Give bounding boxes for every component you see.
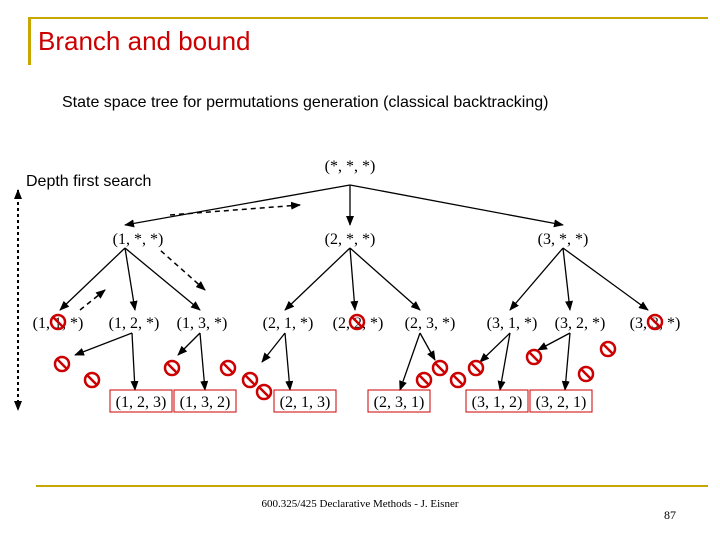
leaf-node: (2, 3, 1) [374,394,425,411]
dfs-arrow-up [79,289,106,311]
prohibited-icon [646,313,664,331]
dfs-arrow-down [159,249,206,291]
slide-subtitle: State space tree for permutations genera… [62,94,549,111]
slide-footer: 600.325/425 Declarative Methods - J. Eis… [261,498,459,510]
prohibited-icon [163,359,181,377]
prohibited-icon [255,383,273,401]
level1-node: (2, *, *) [325,231,376,248]
prohibited-icon [431,359,449,377]
level2-node: (3, 2, *) [555,315,606,332]
dfs-label: Depth first search [26,173,152,190]
prohibited-icon [348,313,366,331]
leaf-node: (1, 2, 3) [116,394,167,411]
level2-node: (3, 1, *) [487,315,538,332]
level2-node: (1, 2, *) [109,315,160,332]
leaf-node: (2, 1, 3) [280,394,331,411]
prohibited-icon [449,371,467,389]
prohibited-icon [83,371,101,389]
prohibited-icon [577,365,595,383]
left-rule [28,17,31,65]
level2-node: (2, 1, *) [263,315,314,332]
root-node: (*, *, *) [325,158,376,175]
prohibited-icons [49,313,664,401]
prohibited-icon [241,371,259,389]
prohibited-icon [53,355,71,373]
leaf-boxes [109,389,593,413]
bottom-rule [36,485,708,487]
top-rule [28,17,708,19]
prohibited-icon [219,359,237,377]
level2-node: (1, 3, *) [177,315,228,332]
prohibited-icon [525,348,543,366]
level1-node: (1, *, *) [113,231,164,248]
level2-node: (2, 3, *) [405,315,456,332]
prohibited-icon [415,371,433,389]
page-number: 87 [664,508,676,522]
prohibited-icon [599,340,617,358]
level1-node: (3, *, *) [538,231,589,248]
leaf-node: (1, 3, 2) [180,394,231,411]
tree-edges [59,184,649,391]
leaf-node: (3, 1, 2) [472,394,523,411]
leaf-node: (3, 2, 1) [536,394,587,411]
slide-title: Branch and bound [38,26,251,56]
prohibited-icon [49,313,67,331]
prohibited-icon [467,359,485,377]
